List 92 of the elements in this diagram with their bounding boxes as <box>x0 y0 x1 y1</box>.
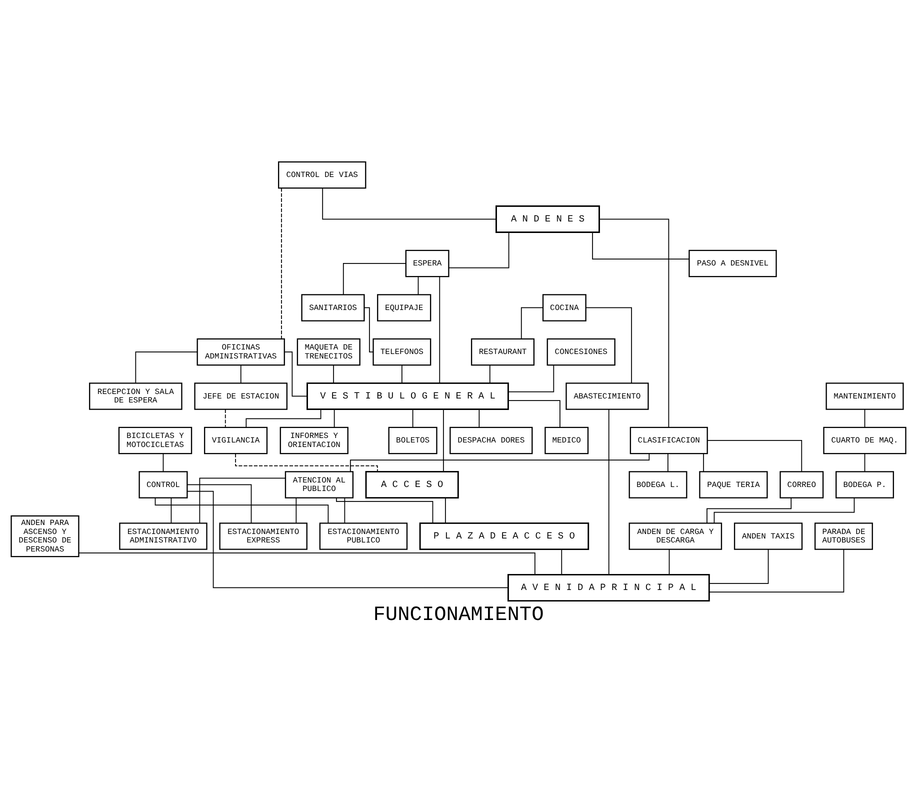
node-box: ESPERA <box>405 249 450 277</box>
node-box: SANITARIOS <box>301 294 365 321</box>
connector <box>342 262 406 294</box>
node-box: EQUIPAJE <box>377 294 432 321</box>
node-box: DESPACHA DORES <box>450 426 533 454</box>
node-box: PASO A DESNIVEL <box>688 249 777 277</box>
connector <box>186 490 509 588</box>
connector <box>439 276 440 383</box>
node-box: CLASIFICACION <box>630 426 708 454</box>
node-box: ABASTECIMIENTO <box>566 382 649 410</box>
node-box: CUARTO DE MAQ. <box>823 426 906 454</box>
connector <box>78 552 536 575</box>
connector <box>418 276 419 294</box>
connector <box>199 477 286 523</box>
node-box: MAQUETA DE TRENECITOS <box>296 338 360 366</box>
connector <box>224 408 226 428</box>
connector <box>561 548 562 574</box>
connector <box>448 232 510 268</box>
node-box: OFICINAS ADMINISTRATIVAS <box>196 338 285 366</box>
connector <box>154 497 329 523</box>
node-box: CONCESIONES <box>546 338 616 366</box>
node-box: INFORMES Y ORIENTACION <box>280 426 348 454</box>
connector <box>667 452 668 472</box>
connector <box>186 484 252 523</box>
node-box: CORREO <box>780 470 824 498</box>
connector <box>478 408 480 428</box>
connector <box>364 306 374 352</box>
connector <box>703 452 704 472</box>
connector <box>708 548 769 584</box>
node-box: VIGILANCIA <box>204 426 268 454</box>
node-box: TELEFONOS <box>372 338 432 366</box>
node-box: V E S T I B U L O G E N E R A L <box>306 382 509 410</box>
connector <box>135 351 198 383</box>
connector <box>708 548 844 592</box>
connector <box>598 218 670 428</box>
connector <box>296 497 297 523</box>
node-box: BODEGA P. <box>836 470 894 498</box>
connector <box>443 408 444 472</box>
node-box: A N D E N E S <box>496 204 600 232</box>
connector <box>344 497 346 523</box>
connector <box>714 496 855 524</box>
connector <box>322 187 497 220</box>
connector <box>284 351 308 396</box>
connector <box>668 548 670 574</box>
node-box: A C C E S O <box>365 470 459 498</box>
connector <box>520 306 544 339</box>
node-box: COCINA <box>542 294 586 321</box>
node-box: MEDICO <box>544 426 589 454</box>
node-box: ESTACIONAMIENTO EXPRESS <box>219 522 308 550</box>
connector <box>585 306 632 384</box>
connector <box>281 187 282 339</box>
connector <box>706 496 792 524</box>
connector <box>333 364 334 383</box>
connector <box>246 408 322 428</box>
connector <box>864 452 866 472</box>
node-box: PARADA DE AUTOBUSES <box>814 522 873 550</box>
connector <box>445 497 446 523</box>
connector <box>170 497 172 523</box>
node-box: JEFE DE ESTACION <box>194 382 288 410</box>
connector <box>401 364 402 383</box>
connector <box>240 364 242 383</box>
node-box: BODEGA L. <box>628 470 688 498</box>
node-box: P L A Z A D E A C C E S O <box>419 522 590 550</box>
connector <box>162 452 164 472</box>
node-box: CONTROL DE VIAS <box>278 160 366 188</box>
connector <box>508 364 554 392</box>
connector <box>864 408 866 428</box>
node-box: BOLETOS <box>388 426 438 454</box>
connector <box>508 400 560 428</box>
connector <box>334 408 335 428</box>
node-box: RECEPCION Y SALA DE ESPERA <box>89 382 182 410</box>
node-box: RESTAURANT <box>470 338 535 366</box>
connector <box>350 452 650 472</box>
connector <box>336 496 434 523</box>
connector <box>235 452 378 472</box>
node-box: ANDEN PARA ASCENSO Y DESCENSO DE PERSONAS <box>10 514 80 557</box>
connector <box>412 408 414 428</box>
node-box: ANDEN DE CARGA Y DESCARGA <box>628 522 722 550</box>
connector <box>608 408 610 574</box>
node-box: ANDEN TAXIS <box>734 522 803 550</box>
node-box: ATENCION AL PUBLICO <box>284 470 354 498</box>
node-box: MANTENIMIENTO <box>826 382 904 410</box>
node-box: A V E N I D A P R I N C I P A L <box>507 573 710 602</box>
node-box: ESTACIONAMIENTO ADMINISTRATIVO <box>119 522 208 550</box>
node-box: PAQUE TERIA <box>699 470 768 498</box>
node-box: ESTACIONAMIENTO PUBLICO <box>319 522 408 550</box>
connector <box>489 364 490 383</box>
connector <box>707 440 802 472</box>
node-box: CONTROL <box>138 470 188 498</box>
connector <box>592 231 690 260</box>
diagram-title: FUNCIONAMIENTO <box>373 603 544 626</box>
node-box: BICICLETAS Y MOTOCICLETAS <box>118 426 192 454</box>
